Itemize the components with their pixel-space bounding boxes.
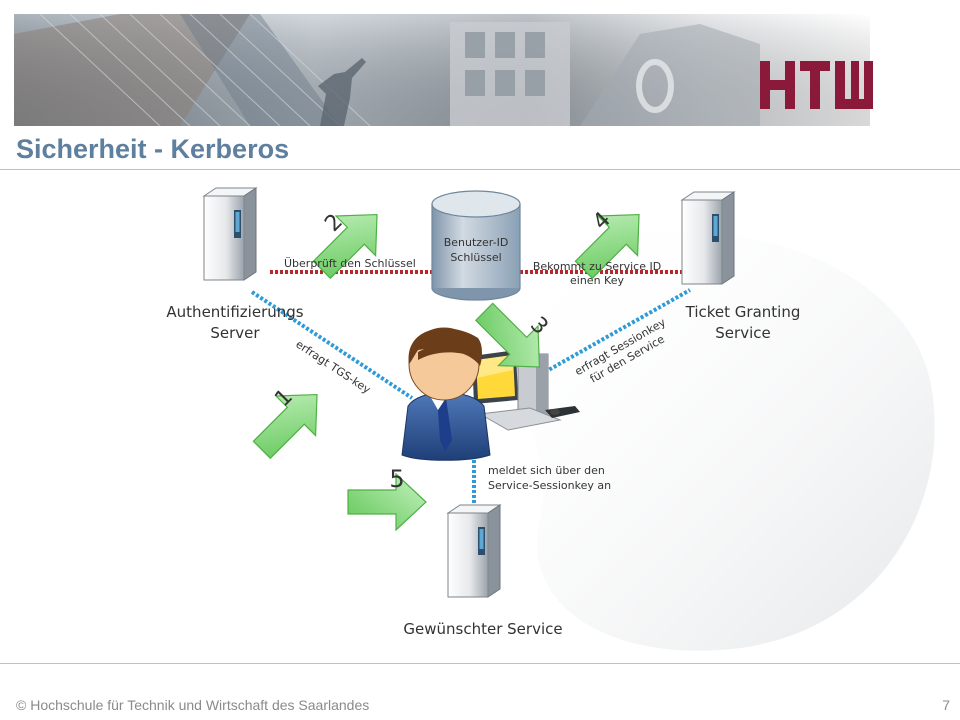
footer-copyright: © Hochschule für Technik und Wirtschaft … [16,697,370,713]
database-icon [431,190,521,301]
step-5-arrow-icon [347,473,427,531]
step-5-label: 5 [389,465,404,493]
step-1-arrow-icon [241,374,338,471]
background-shape [519,230,935,651]
step-2-arrow-icon [301,194,398,291]
htw-logo [760,61,873,109]
user-icon [401,327,491,461]
page-title: Sicherheit - Kerberos [16,134,290,164]
edge-checks-key-label: Überprüft den Schlüssel [284,257,416,270]
auth-server-icon [203,187,257,281]
footer-divider [0,663,960,664]
connection-lines [250,270,691,512]
title-divider [0,169,960,170]
page-number: 7 [942,697,950,713]
tgs-server-icon [681,191,735,285]
header-banner [14,14,873,126]
desired-service-label: Gewünschter Service [403,620,562,638]
desired-service-server-icon [447,504,501,598]
